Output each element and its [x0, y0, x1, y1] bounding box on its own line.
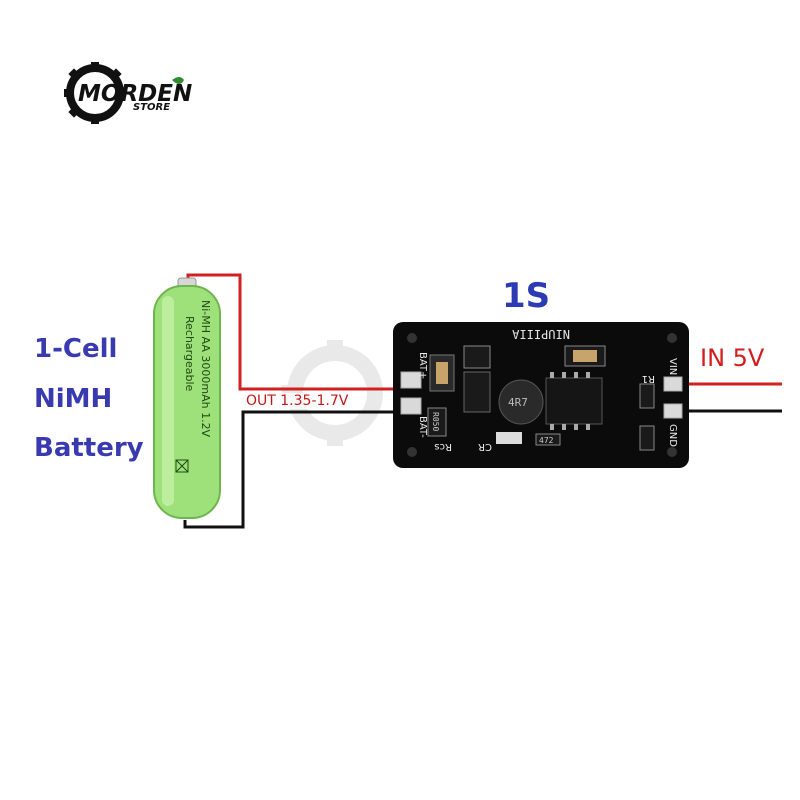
module-title: 1S — [502, 276, 551, 316]
recycle-icon — [175, 459, 189, 473]
pad-vin — [663, 376, 683, 392]
inductor-text: 4R7 — [508, 396, 528, 409]
resistor2-text: 472 — [539, 436, 554, 445]
rcs-label: Rcs — [434, 441, 452, 452]
bat-minus-label: BAT- — [417, 416, 428, 438]
battery-label-line1: 1-Cell — [34, 334, 118, 364]
part-name-label: NIUPIIIA — [511, 327, 570, 341]
input-voltage-label: IN 5V — [700, 344, 765, 372]
pad-bat-plus — [400, 371, 422, 389]
pad-gnd — [663, 403, 683, 419]
vin-label: VIN — [667, 358, 678, 375]
led-indicator — [496, 432, 522, 444]
battery-print-line2: Rechargeable — [183, 316, 196, 392]
resistor-r1 — [639, 383, 655, 409]
diode-component — [463, 345, 491, 369]
resistor-bottom — [639, 425, 655, 451]
mosfet-component — [463, 371, 491, 413]
brand-logo: MORDEN STORE — [64, 62, 192, 124]
bat-plus-label: BAT+ — [417, 352, 428, 379]
logo-brand-text: MORDEN — [78, 81, 192, 107]
logo-subtitle-text: STORE — [133, 102, 170, 113]
battery-label-line3: Battery — [34, 433, 144, 463]
nimh-battery: Ni-MH AA 3000mAh 1.2V Rechargeable — [153, 277, 221, 519]
r1-label: R1 — [642, 373, 655, 384]
resistor-rcs — [427, 407, 447, 437]
charger-module-board: NIUPIIIA BAT+ BAT- VIN GND 4R7 R050 Rcs … — [393, 322, 689, 468]
pad-bat-minus — [400, 397, 422, 415]
output-voltage-label: OUT 1.35-1.7V — [246, 393, 349, 409]
resistor-472 — [535, 433, 561, 446]
battery-print-line1: Ni-MH AA 3000mAh 1.2V — [199, 300, 212, 438]
inductor-component — [498, 379, 544, 425]
cr-label: CR — [478, 441, 492, 452]
battery-label-line2: NiMH — [34, 384, 113, 414]
negative-wire-battery — [183, 410, 410, 529]
ic-chip — [545, 377, 603, 425]
leaf-icon — [172, 77, 184, 84]
resistor1-text: R050 — [431, 412, 440, 431]
gnd-label: GND — [667, 424, 678, 447]
